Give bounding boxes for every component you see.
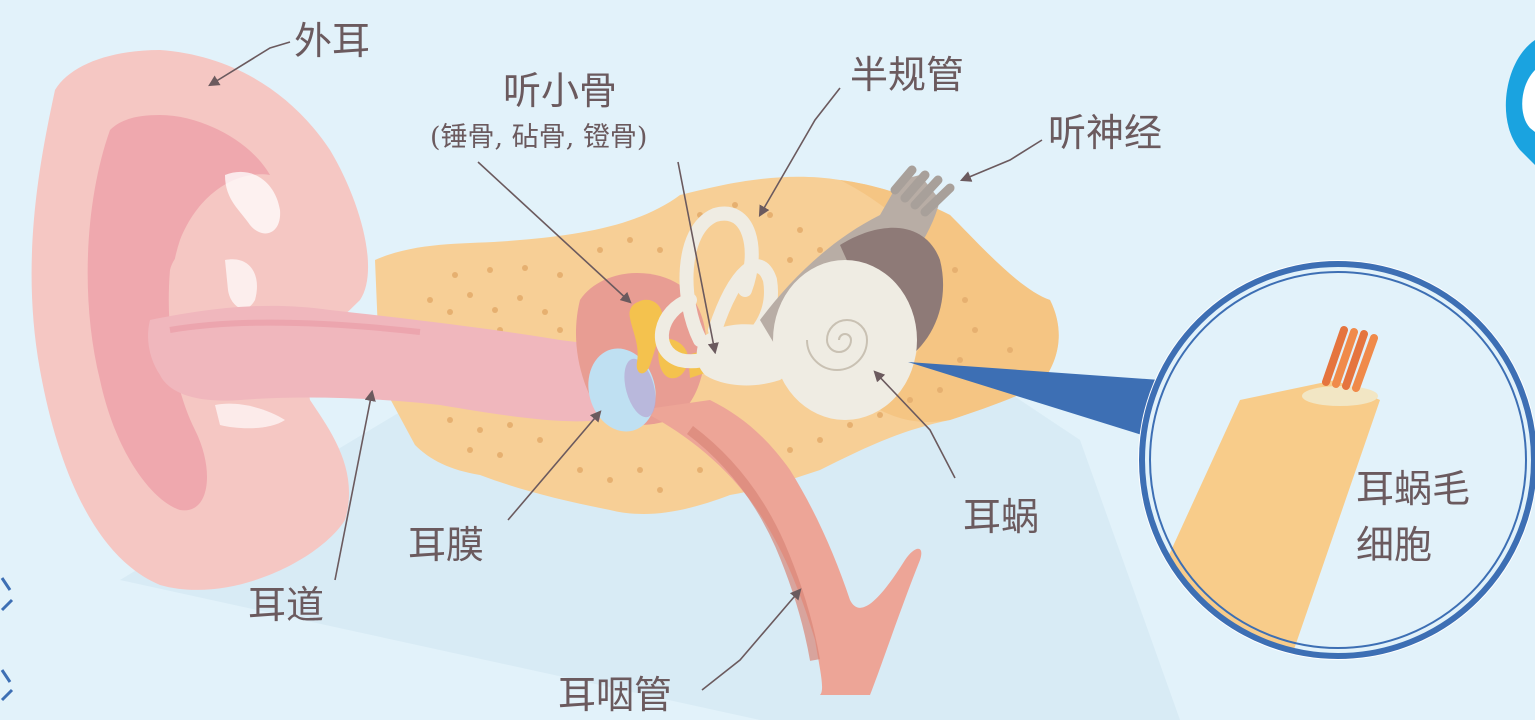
label-semicircular-canals: 半规管 xyxy=(850,56,964,94)
label-auditory-nerve: 听神经 xyxy=(1048,114,1162,152)
label-ear-canal: 耳道 xyxy=(248,586,324,624)
label-ossicles: 听小骨 xyxy=(503,72,617,110)
label-eustachian-tube: 耳咽管 xyxy=(558,676,672,714)
label-ossicles-detail: (锤骨, 砧骨, 镫骨) xyxy=(430,124,647,151)
label-cochlea: 耳蜗 xyxy=(963,498,1039,536)
cochlea xyxy=(773,260,917,420)
magnified-hair-cell-view xyxy=(1130,250,1535,690)
label-outer-ear: 外耳 xyxy=(294,22,370,60)
logo-partial xyxy=(1506,40,1535,165)
leader-nerve xyxy=(962,140,1042,180)
label-hair-cells-line1: 耳蜗毛 xyxy=(1356,470,1470,508)
label-eardrum: 耳膜 xyxy=(408,526,484,564)
left-edge-partial-text xyxy=(2,578,12,700)
label-hair-cells-line2: 细胞 xyxy=(1356,526,1432,564)
